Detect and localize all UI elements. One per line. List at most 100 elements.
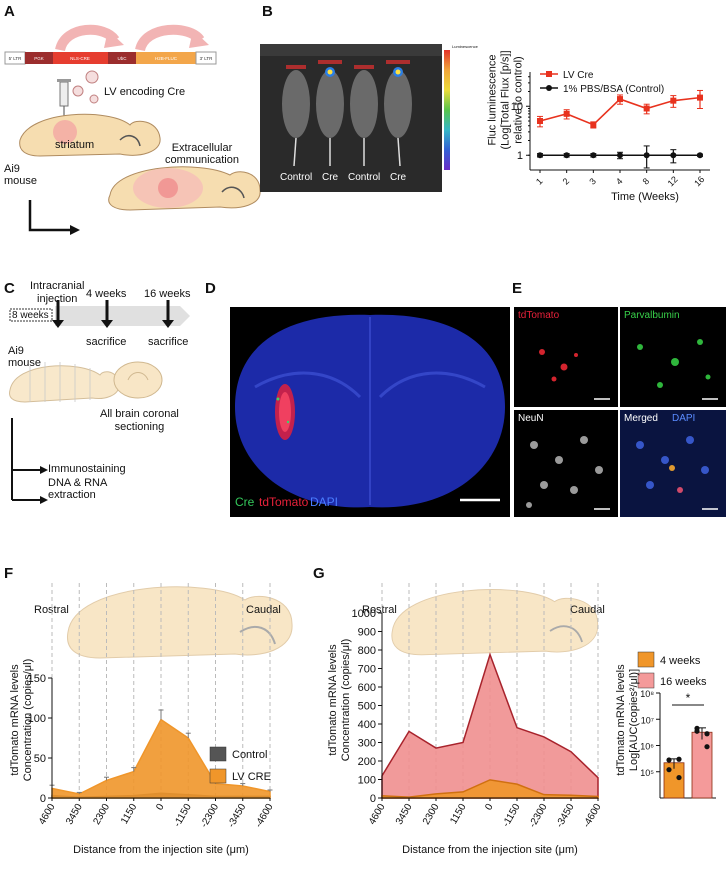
chart-gi-legend-label: 16 weeks — [660, 676, 707, 688]
chart-f-area-1 — [51, 718, 271, 799]
timepoint-4-weeks: 4 weeks — [86, 288, 127, 300]
chart-g-ytick-label: 500 — [358, 701, 376, 713]
chart-b-ytick-label: 10 — [511, 101, 523, 113]
chart-b-point — [697, 94, 703, 101]
vector-label-5: H2B-FLUC — [155, 56, 178, 61]
immunostaining-label: Immunostaining — [48, 463, 126, 475]
chart-f-legend-label: Control — [232, 749, 267, 761]
colorbar-title: Luminescence — [452, 44, 478, 49]
chart-g-ytick-label: 800 — [358, 645, 376, 657]
chart-g-xtick-label: 2300 — [421, 802, 442, 827]
chart-g-xtick-label: -3450 — [554, 802, 577, 830]
chart-b-legend-marker — [546, 85, 552, 91]
chart-gi-legend-label: 4 weeks — [660, 655, 701, 667]
chart-gi-bar — [691, 731, 713, 799]
timepoint-16-weeks: 16 weeks — [144, 288, 191, 300]
chart-g-ytick-label: 200 — [358, 756, 376, 768]
chart-g-ytick-label: 0 — [370, 793, 376, 805]
chart-gi-ytick-label: 10⁸ — [640, 689, 654, 699]
chart-gi-ytick-label: 10⁷ — [641, 715, 654, 725]
chart-b-xtick-label: 8 — [641, 176, 652, 187]
sagittal-brain-g — [391, 589, 599, 656]
chart-b-point — [617, 152, 623, 159]
chart-b-xtick-label: 16 — [692, 174, 706, 188]
mice-image — [260, 44, 442, 192]
rostral-label-g: Rostral — [362, 604, 397, 616]
vector-label-2: PGK — [34, 56, 44, 61]
chart-gi-datapoint — [666, 767, 672, 773]
chart-b-point — [537, 118, 543, 124]
chart-b-point — [670, 97, 677, 104]
micrograph-label-1: tdTomato — [518, 310, 560, 321]
chart-gi-legend-swatch — [637, 672, 655, 689]
chart-b-point — [617, 96, 623, 103]
chart-b-point — [537, 152, 543, 159]
chart-b-legend-label: LV Cre — [563, 70, 594, 81]
mouse-brain-left — [19, 113, 161, 157]
chart-b-point — [590, 121, 597, 128]
striatum-label: striatum — [55, 139, 95, 151]
chart-b-xtick-label: 12 — [666, 174, 680, 188]
chart-gi-datapoint — [676, 774, 682, 781]
chart-g-ytick-label: 900 — [358, 627, 376, 639]
chart-b-point — [643, 152, 650, 159]
sagittal-brain-f — [66, 586, 293, 659]
coronal-section-image: Cre tdTomato DAPI — [230, 307, 510, 517]
chart-f-xtick-label: 2300 — [91, 802, 112, 827]
chart-f-xtick-label: -2300 — [199, 802, 222, 830]
chart-b-xtick-label: 2 — [561, 176, 572, 187]
panel-letter-g: G — [313, 565, 325, 582]
micrograph-merged: Merged DAPI — [620, 410, 726, 517]
sacrifice-label-2: sacrifice — [148, 336, 189, 348]
micrograph-neun: NeuN — [514, 410, 618, 517]
chart-b-ylabel: Fluc luminescence (Log[Total Flux [p/s]]… — [486, 50, 525, 150]
panel-letter-d: D — [205, 280, 216, 297]
chart-f-xtick-label: -3450 — [226, 802, 249, 830]
chart-gi-significance-star: * — [686, 691, 691, 705]
chart-gi-ytick-label: 10⁶ — [640, 742, 654, 752]
age-label: 8 weeks — [12, 310, 49, 321]
vector-segment-fluc — [136, 52, 196, 64]
vector-label-6: 3' LTR — [200, 56, 214, 61]
lentiviral-vector-diagram: 5' LTR PGK NLS-CRE UbC H2B-FLUC 3' LTR — [4, 24, 261, 235]
vector-segment-pgk — [25, 52, 53, 64]
sectioning-label: All brain coronal sectioning — [100, 408, 179, 433]
vector-segment-ubc — [108, 52, 136, 64]
chart-gi-datapoint — [704, 731, 710, 737]
coronal-brain-c — [113, 361, 163, 399]
chart-f-ytick-label: 0 — [40, 793, 46, 805]
chart-b-xtick-label: 1 — [534, 176, 545, 187]
rostral-label-f: Rostral — [34, 604, 69, 616]
chart-gi-datapoint — [694, 728, 700, 734]
chart-f-ytick-label: 100 — [28, 713, 46, 725]
chart-g-ytick-label: 1000 — [352, 608, 376, 620]
chart-g-xtick-label: 1150 — [448, 802, 468, 827]
micrograph-parvalbumin: Parvalbumin — [620, 307, 726, 407]
ai9-mouse-label-a: Ai9 mouse — [4, 163, 38, 187]
micrograph-label-4a: Merged — [624, 413, 658, 424]
mouse-label-1: Control — [280, 172, 313, 183]
promoter-arrowhead-1 — [104, 30, 124, 48]
chart-g-ytick-label: 300 — [358, 738, 376, 750]
vector-label-4: UbC — [117, 56, 127, 61]
chart-f-xtick-label: -4600 — [253, 802, 276, 830]
chart-gi-legend-swatch — [637, 651, 655, 668]
chart-g-xtick-label: -1150 — [501, 802, 523, 829]
timeline-bar — [55, 306, 190, 326]
age-box — [9, 308, 53, 322]
vector-label-3: NLS-CRE — [70, 56, 90, 61]
chart-f-xtick-label: 1150 — [119, 802, 139, 827]
chart-b-point — [590, 152, 597, 159]
chart-g-xtick-label: 3450 — [394, 802, 415, 827]
panel-letter-a: A — [4, 3, 15, 20]
chart-f-legend-swatch — [209, 768, 227, 784]
promoter-arrowhead-2 — [189, 30, 209, 48]
chart-g-area-1 — [381, 779, 599, 799]
mouse-label-2: Cre — [322, 172, 339, 183]
mouse-brain-right — [108, 166, 261, 211]
panel-letter-c: C — [4, 280, 15, 297]
